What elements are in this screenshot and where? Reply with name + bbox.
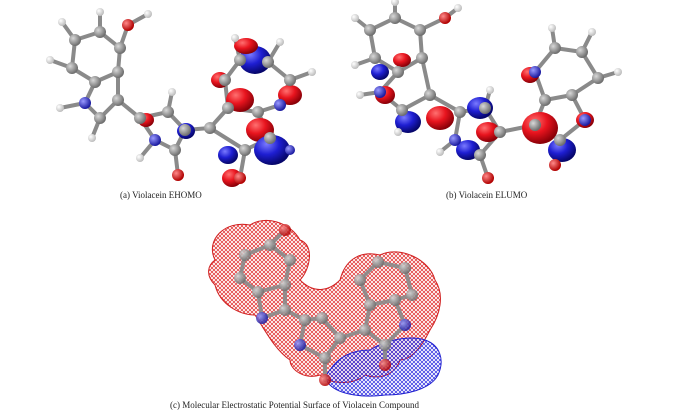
panel-mep: (c) Molecular Electrostatic Potential Su… (0, 200, 685, 413)
mep-surface-render (208, 219, 442, 397)
lumo-molecule-render (351, 0, 622, 184)
caption-lumo: (b) Violacein ELUMO (446, 190, 528, 200)
panel-homo: (a) Violacein EHOMO (0, 0, 340, 200)
caption-homo: (a) Violacein EHOMO (120, 190, 202, 200)
panel-lumo: (b) Violacein ELUMO (340, 0, 685, 200)
homo-molecule-render (46, 8, 316, 187)
caption-mep: (c) Molecular Electrostatic Potential Su… (170, 400, 419, 410)
